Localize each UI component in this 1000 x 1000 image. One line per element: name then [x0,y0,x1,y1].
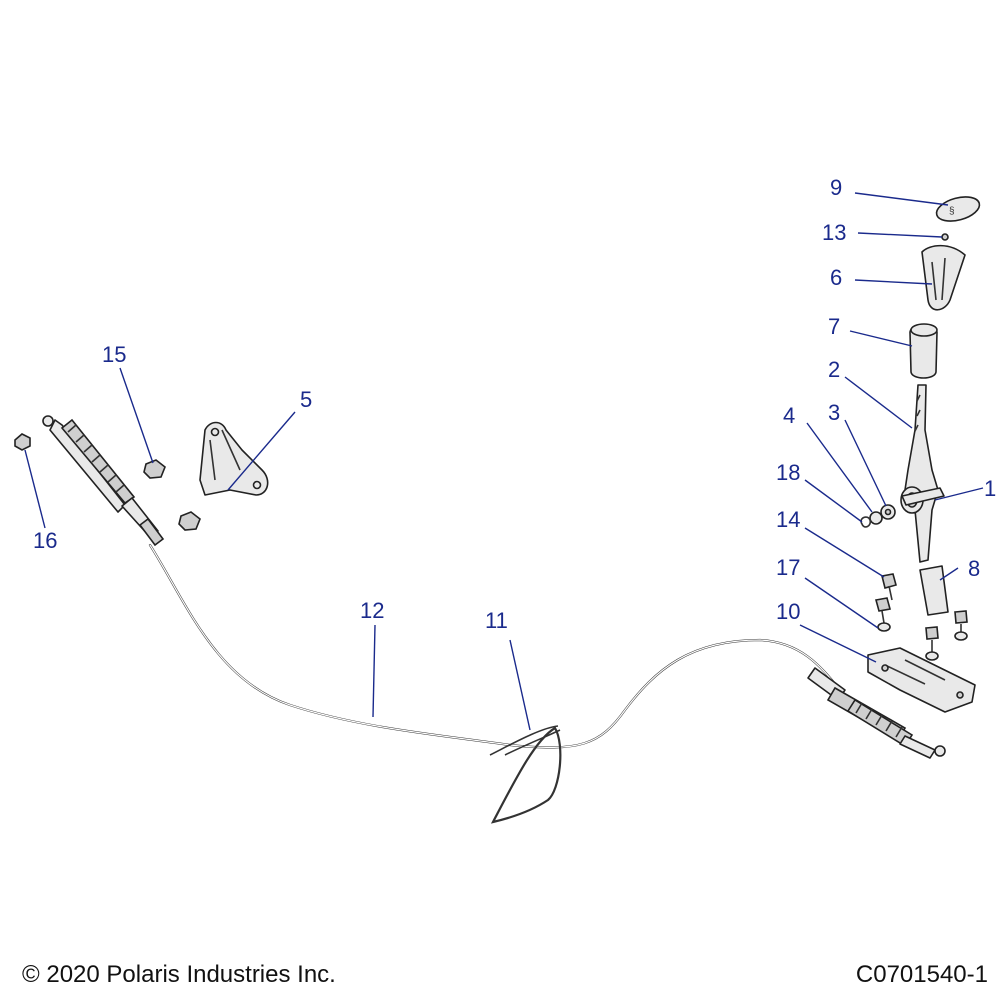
callout-11: 11 [485,608,508,633]
set-screw-13 [941,233,949,241]
callout-8: 8 [968,556,980,581]
shift-cable [148,543,842,749]
callout-13: 13 [822,220,846,245]
callout-6: 6 [830,265,842,290]
callout-10: 10 [776,599,800,624]
bolt-14 [881,573,897,601]
pivot-bolt [901,487,945,506]
washer-4 [869,511,883,525]
mounting-plate-10 [867,647,976,713]
bolt-17-b [925,626,939,661]
nut-16 [14,433,31,451]
callout-labels: 1 2 3 4 5 6 7 8 9 10 11 12 13 14 15 16 1… [33,175,996,633]
callout-5: 5 [300,387,312,412]
bolt-17-a [874,597,892,632]
callout-15: 15 [102,342,126,367]
clip-18 [860,516,872,528]
cable-end-left [42,415,165,547]
washer-3 [880,504,896,520]
leader-lines [24,192,984,731]
cable-end-right [807,667,946,759]
svg-text:§: § [949,206,955,217]
shift-lever [904,384,939,563]
callout-2: 2 [828,357,840,382]
bolt-17-c [954,610,968,641]
callout-14: 14 [776,507,800,532]
fastener-15-b [178,511,201,531]
callout-1: 1 [984,476,996,501]
callout-9: 9 [830,175,842,200]
knob-sleeve [909,323,938,379]
callout-12: 12 [360,598,384,623]
cable-tie [489,725,562,824]
copyright-notice: © 2020 Polaris Industries Inc. [22,961,336,988]
shift-knob [921,244,966,311]
callout-4: 4 [783,403,795,428]
callout-18: 18 [776,460,800,485]
callout-7: 7 [828,314,840,339]
cable-boot-left [60,418,136,505]
drawing-number: C0701540-1 [856,961,988,988]
callout-16: 16 [33,528,57,553]
fastener-15-a [143,459,166,479]
shift-knob-cap: § [935,196,981,222]
callout-17: 17 [776,555,800,580]
lever-sleeve-8 [919,565,949,616]
cable-bracket [199,421,269,496]
callout-3: 3 [828,400,840,425]
